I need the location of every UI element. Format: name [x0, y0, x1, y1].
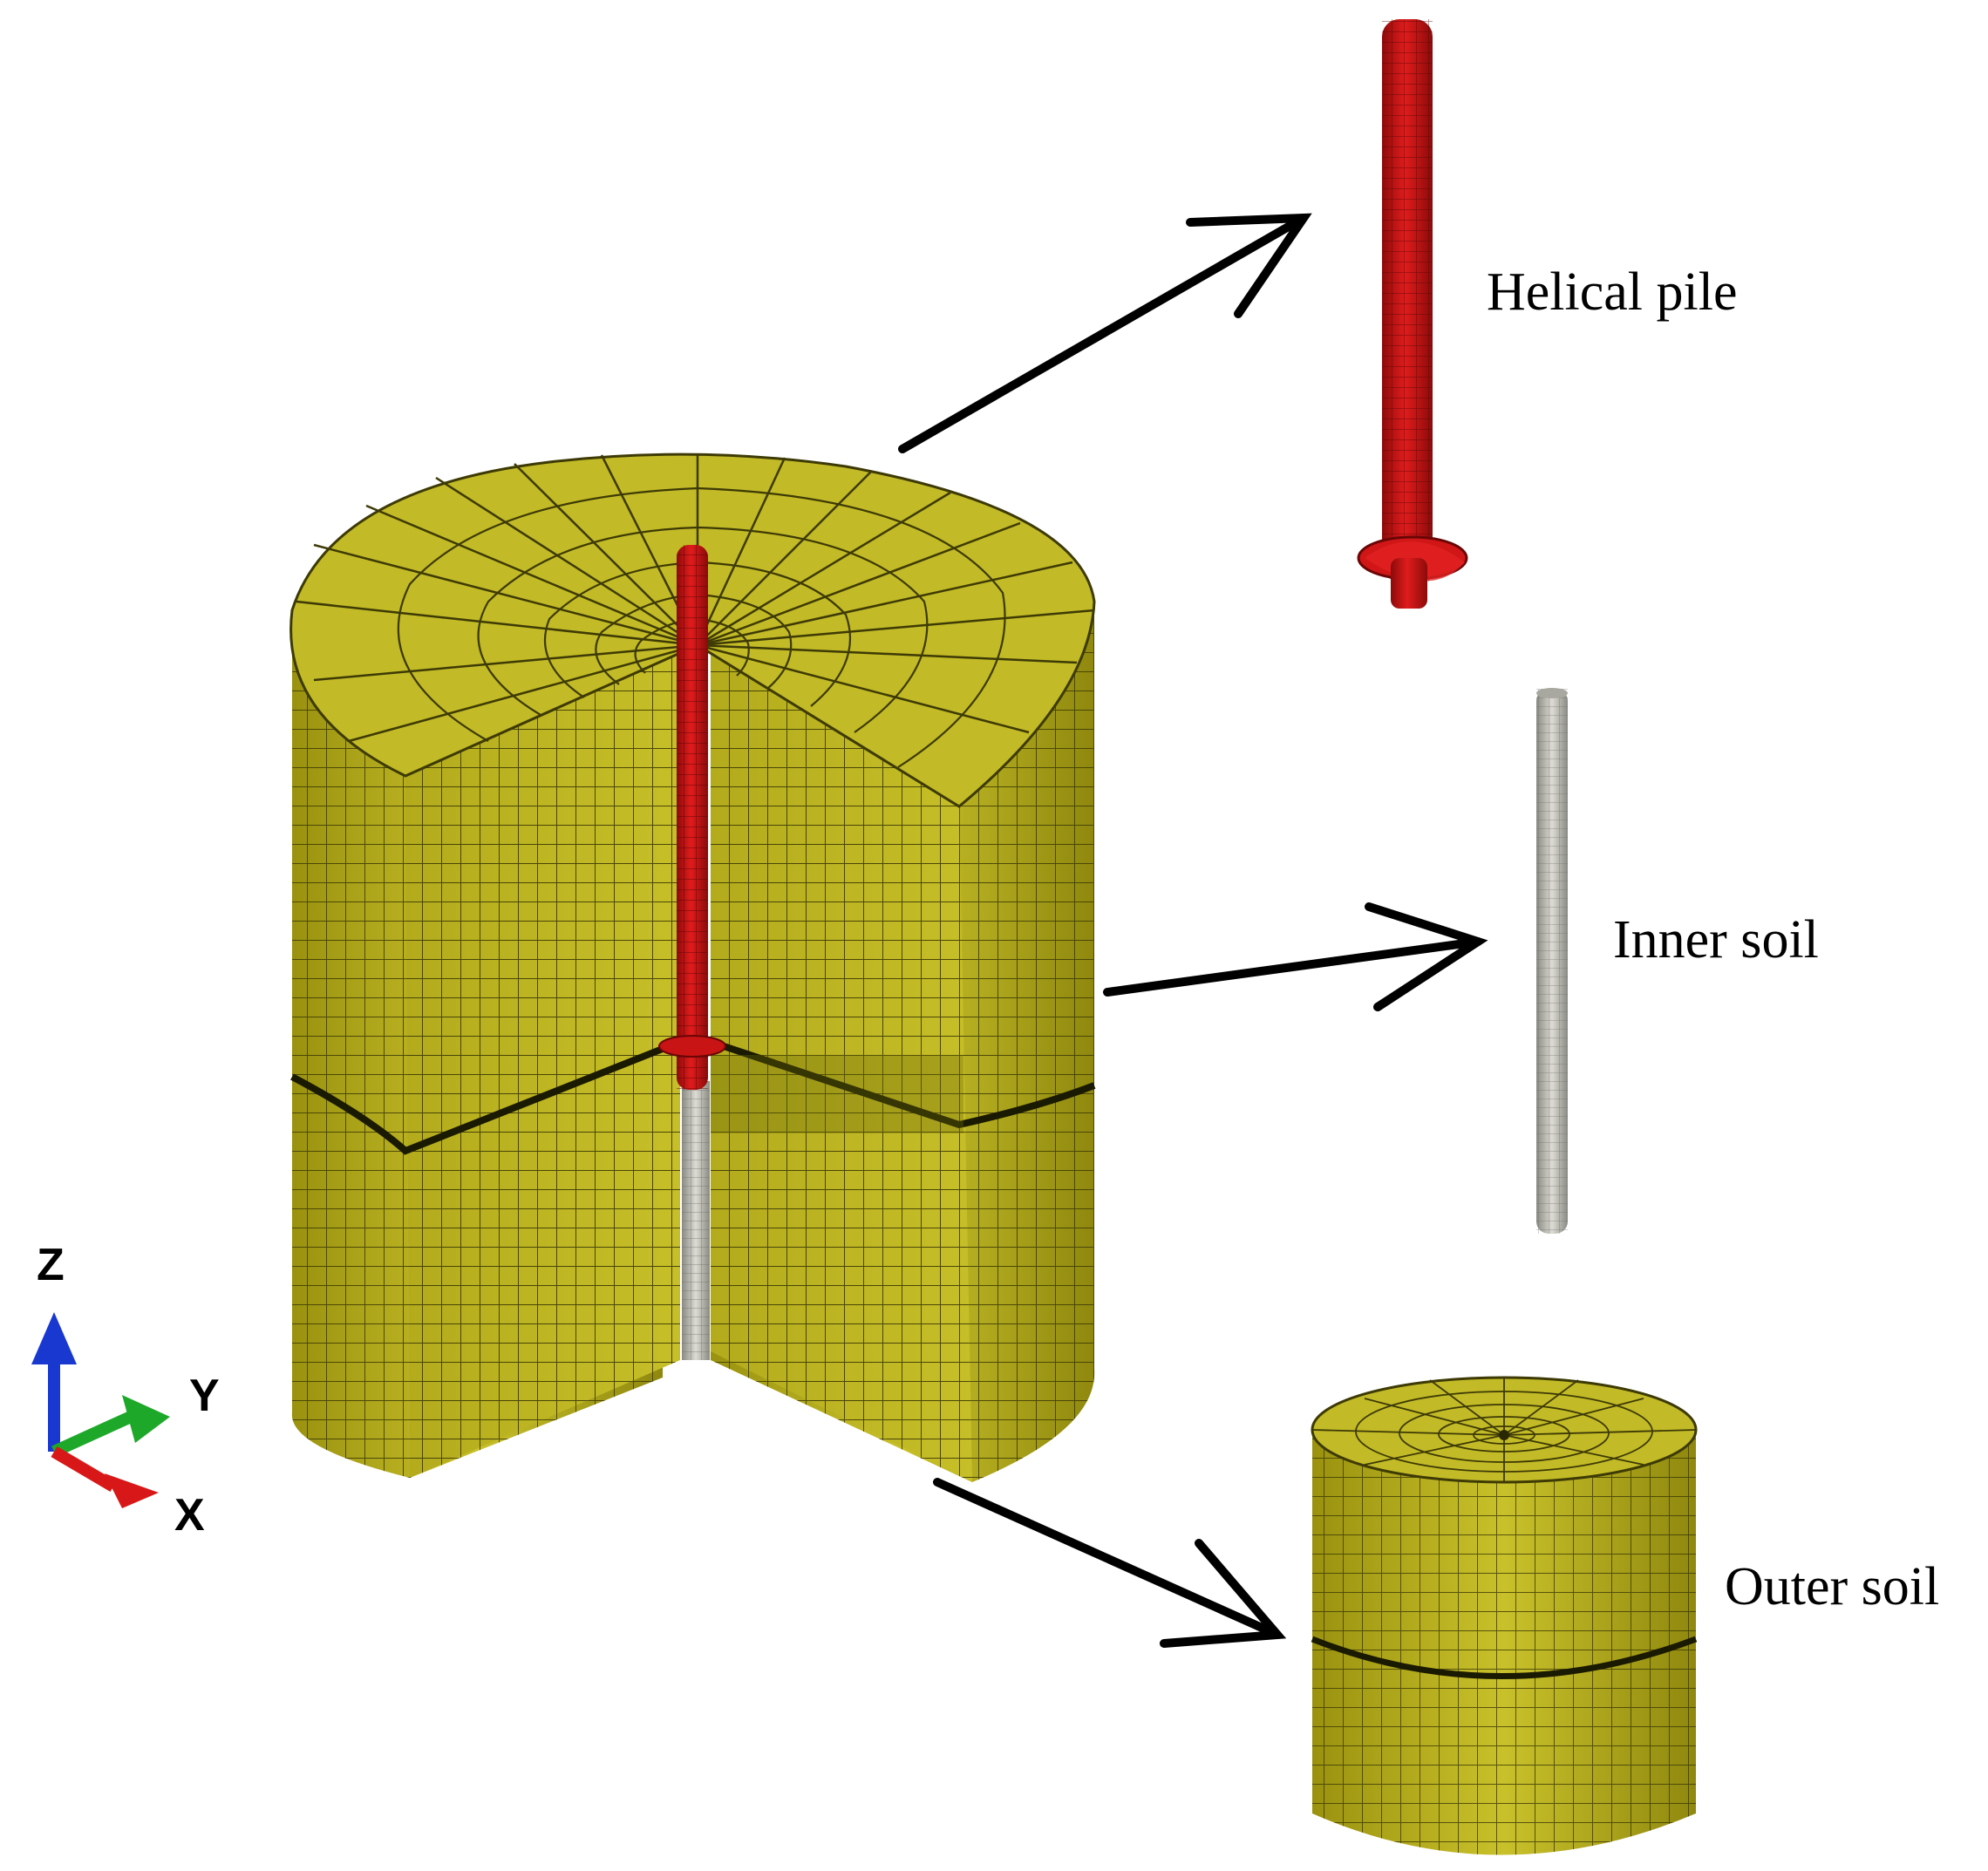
soil-layer-boundary [290, 1038, 1096, 1155]
axis-z-label: Z [37, 1240, 65, 1290]
label-inner-soil: Inner soil [1613, 910, 1819, 970]
axis-x-label: X [174, 1490, 205, 1541]
label-helical-pile: Helical pile [1487, 262, 1737, 322]
outer-soil-part [1311, 1376, 1698, 1855]
arrow-to-inner-soil [1103, 937, 1482, 997]
helical-pile-part [1357, 19, 1468, 609]
axis-triad: Z Y X [31, 1240, 220, 1541]
arrow-to-helical-pile [898, 214, 1308, 453]
main-soil-model [289, 452, 1096, 1482]
arrows [898, 213, 1488, 1648]
arrow-to-outer-soil [933, 1478, 1282, 1639]
axis-y-label: Y [189, 1371, 220, 1421]
inner-soil-part [1536, 688, 1568, 1234]
label-outer-soil: Outer soil [1725, 1557, 1939, 1616]
